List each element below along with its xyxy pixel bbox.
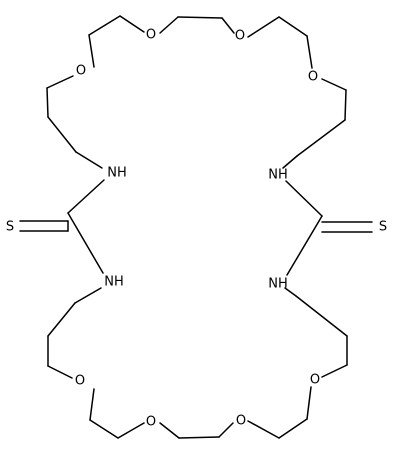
bond: [286, 215, 323, 276]
atom-o2: O: [146, 28, 156, 43]
bond: [306, 386, 312, 420]
atom-nh3: NH: [104, 275, 124, 290]
bond: [47, 365, 73, 379]
atom-o5: O: [75, 374, 85, 389]
bond: [296, 119, 346, 157]
bond: [278, 16, 308, 37]
bond: [306, 35, 313, 69]
bond: [89, 419, 119, 439]
atom-o7: O: [236, 414, 246, 429]
atom-nh2: NH: [268, 168, 288, 183]
atom-o8: O: [310, 373, 320, 388]
bond: [119, 15, 145, 33]
atom-s1: S: [6, 220, 14, 235]
bond: [89, 388, 95, 421]
bond: [74, 287, 102, 304]
bond: [88, 34, 95, 68]
bond: [177, 16, 223, 19]
bond: [221, 17, 235, 34]
bond: [178, 436, 220, 439]
bond: [278, 418, 308, 439]
bond: [117, 422, 145, 439]
bond: [88, 15, 121, 36]
bond: [46, 87, 49, 118]
bond: [344, 89, 347, 121]
bond: [47, 116, 77, 153]
atom-o1: O: [76, 64, 86, 79]
bond: [46, 75, 74, 89]
bond: [75, 151, 103, 169]
atom-nh1: NH: [107, 166, 127, 181]
atom-o3: O: [235, 29, 245, 44]
atom-s2: S: [379, 220, 387, 235]
bond: [67, 179, 105, 214]
atom-o6: O: [146, 415, 156, 430]
atom-o4: O: [308, 70, 318, 85]
bond: [321, 78, 347, 91]
bond: [67, 212, 104, 274]
bond: [159, 16, 179, 34]
atom-nh4: NH: [268, 277, 288, 292]
bond: [247, 16, 280, 38]
bond: [218, 422, 234, 438]
bonds: [19, 15, 373, 439]
bond: [247, 420, 280, 439]
bond: [159, 422, 180, 439]
bond: [321, 364, 348, 378]
bond: [282, 155, 298, 169]
bond: [284, 287, 297, 297]
bond: [285, 180, 323, 217]
bond: [47, 302, 76, 337]
atom-labels: O O O O NH NH S S NH NH O O O O: [6, 28, 387, 430]
bond: [295, 295, 348, 337]
